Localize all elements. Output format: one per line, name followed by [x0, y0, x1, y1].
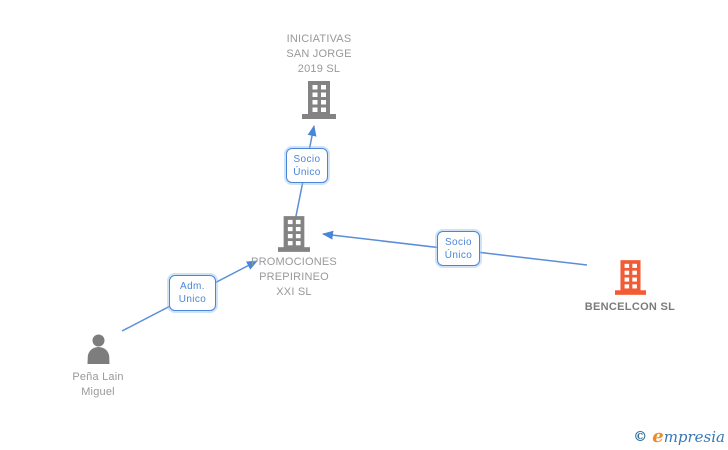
brand-initial: e — [652, 426, 664, 447]
node-label: Peña Lain Miguel — [72, 370, 123, 400]
node-label-line: 2019 SL — [297, 63, 341, 75]
edge-label-line: Único — [444, 249, 473, 261]
node-label-line: Miguel — [81, 386, 115, 398]
node-label: BENCELCON SL — [584, 301, 676, 313]
edge-label-adm-unico: Adm. Unico — [169, 275, 216, 311]
building-icon — [614, 260, 646, 295]
node-label-line: INICIATIVAS — [286, 33, 352, 45]
company-node-iniciativas[interactable]: INICIATIVAS SAN JORGE 2019 SL — [249, 32, 389, 119]
node-label-line: Peña Lain — [72, 371, 124, 383]
company-node-promociones[interactable]: PROMOCIONES PREPIRINEO XXI SL — [224, 216, 364, 300]
edge-label-line: Adm. — [180, 281, 205, 292]
node-label-line: PREPIRINEO — [259, 271, 329, 283]
edge-label-socio-unico-top: Socio Único — [286, 148, 328, 183]
edge-label-line: Unico — [178, 294, 207, 305]
node-label: PROMOCIONES PREPIRINEO XXI SL — [251, 255, 337, 300]
edge-label-socio-unico-right: Socio Único — [437, 231, 480, 266]
person-icon — [87, 334, 109, 364]
empresia-watermark: © empresia — [633, 426, 725, 447]
building-icon — [302, 81, 336, 119]
copyright-icon: © — [633, 428, 648, 445]
building-icon — [278, 216, 310, 252]
node-label-line: PROMOCIONES — [251, 256, 337, 268]
node-label-line: XXI SL — [276, 286, 312, 298]
person-node-pena-lain-miguel[interactable]: Peña Lain Miguel — [28, 334, 168, 400]
node-label: INICIATIVAS SAN JORGE 2019 SL — [286, 32, 351, 77]
edge-label-line: Único — [293, 166, 321, 178]
company-node-bencelcon[interactable]: BENCELCON SL — [560, 260, 700, 315]
node-label-line: SAN JORGE — [286, 48, 352, 60]
brand-rest: mpresia — [663, 428, 725, 446]
brand-logo-text: empresia — [652, 426, 725, 447]
edge-label-line: Socio — [444, 236, 472, 248]
edge-label-line: Socio — [293, 153, 321, 165]
